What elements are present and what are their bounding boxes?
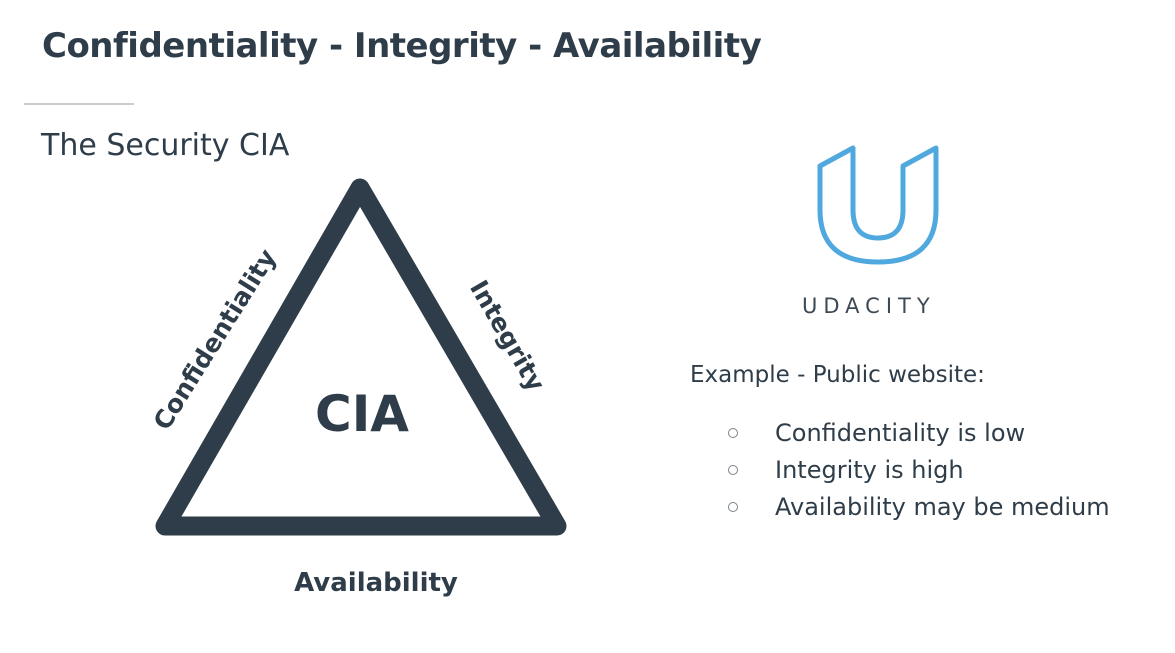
udacity-logo-caption: UDACITY bbox=[802, 294, 936, 318]
slide-title: Confidentiality - Integrity - Availabili… bbox=[42, 26, 762, 66]
availability-edge-label: Availability bbox=[294, 568, 458, 598]
example-heading: Example - Public website: bbox=[690, 362, 985, 388]
hollow-bullet-icon bbox=[728, 501, 738, 512]
cia-center-label: CIA bbox=[315, 385, 409, 443]
list-item-text: Availability may be medium bbox=[775, 492, 1110, 521]
list-item: Confidentiality is low bbox=[725, 414, 1110, 451]
hollow-bullet-icon bbox=[728, 464, 738, 475]
list-item: Availability may be medium bbox=[725, 488, 1110, 525]
list-item-text: Confidentiality is low bbox=[775, 418, 1026, 447]
cia-triangle bbox=[155, 178, 567, 536]
list-item: Integrity is high bbox=[725, 451, 1110, 488]
hollow-bullet-icon bbox=[728, 427, 738, 438]
example-list: Confidentiality is low Integrity is high… bbox=[725, 414, 1110, 525]
list-item-text: Integrity is high bbox=[775, 455, 964, 484]
slide-subtitle: The Security CIA bbox=[41, 128, 290, 163]
title-divider bbox=[24, 103, 134, 105]
udacity-u-icon bbox=[817, 145, 939, 265]
